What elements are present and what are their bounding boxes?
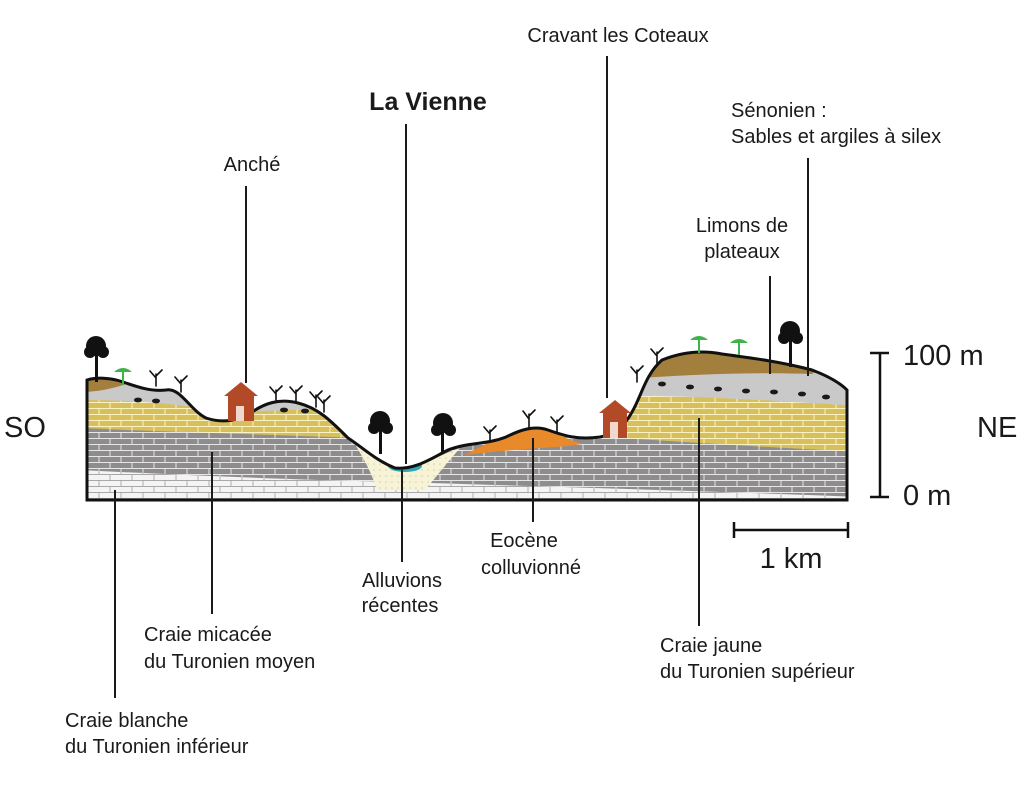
distance-scale-bar [732,522,850,538]
direction-so: SO [4,412,46,444]
label-craie-blanche-line1: Craie blanche [65,710,188,732]
river-title: La Vienne [369,88,487,116]
label-eocene-line2: colluvionné [481,557,581,579]
tree-icon [431,413,456,454]
scale-label-0m: 0 m [903,480,951,512]
label-limons-line2: plateaux [704,241,780,263]
scale-label-100m: 100 m [903,340,984,372]
eocene-deposit [464,427,582,455]
label-alluvions-line2: récentes [362,595,439,617]
elevation-scale-bar [870,351,889,499]
label-senonien-line1: Sénonien : [731,100,827,122]
sprout-icon [114,368,132,385]
direction-ne: NE [977,412,1017,444]
vine-icons [149,347,664,443]
label-eocene-line1: Eocène [490,530,558,552]
alluvions-deposit [352,440,460,490]
leader-lines [114,56,809,698]
cross-section-outline [85,350,849,502]
sprout-icon [690,336,708,353]
label-craie-blanche-line2: du Turonien inférieur [65,736,249,758]
tree-icon [84,336,109,382]
house-icon [224,382,258,421]
label-craie-jaune-line2: du Turonien supérieur [660,661,855,683]
label-cravant: Cravant les Coteaux [527,25,708,47]
label-craie-jaune-line1: Craie jaune [660,635,762,657]
label-limons-line1: Limons de [696,215,788,237]
label-senonien-line2: Sables et argiles à silex [731,126,941,148]
label-craie-micacee-line2: du Turonien moyen [144,651,315,673]
house-icon [599,400,631,438]
tree-icon [368,411,393,454]
sprout-icon [730,339,748,355]
silex-nodules [134,381,830,414]
label-alluvions-line1: Alluvions [362,570,442,592]
label-anche: Anché [224,154,281,176]
scale-label-1km: 1 km [760,543,823,575]
strata-group [87,352,847,500]
label-craie-micacee-line1: Craie micacée [144,624,272,646]
tree-icon [778,321,803,367]
craie-blanche-layer [87,470,847,500]
